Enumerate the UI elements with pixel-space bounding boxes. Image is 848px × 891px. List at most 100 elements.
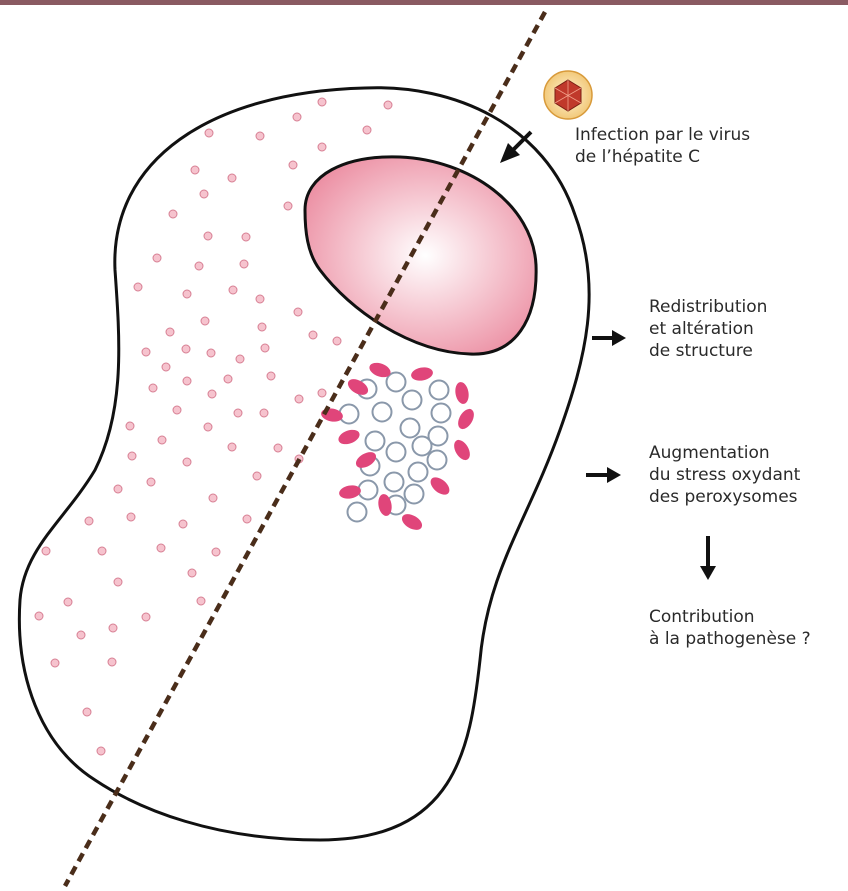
- cytoplasm-dot: [149, 384, 157, 392]
- cytoplasm-dot: [114, 578, 122, 586]
- infection-label-line-2: de l’hépatite C: [575, 146, 750, 168]
- cytoplasm-dot: [142, 348, 150, 356]
- cytoplasm-dot: [85, 517, 93, 525]
- redistribution-label-line-1: Redistribution: [649, 296, 767, 318]
- contribution-label-line-2: à la pathogenèse ?: [649, 628, 811, 650]
- arrow-down-left-icon: [500, 132, 531, 163]
- cytoplasm-dot: [384, 101, 392, 109]
- cytoplasm-dot: [42, 547, 50, 555]
- cytoplasm-dot: [236, 355, 244, 363]
- vesicle: [409, 463, 428, 482]
- cytoplasm-dot: [294, 308, 302, 316]
- nucleus: [305, 157, 536, 354]
- vesicle: [403, 391, 422, 410]
- cytoplasm-dot: [77, 631, 85, 639]
- cytoplasm-dot: [201, 317, 209, 325]
- cytoplasm-dot: [191, 166, 199, 174]
- contribution-label-line-1: Contribution: [649, 606, 811, 628]
- cytoplasm-dot: [204, 232, 212, 240]
- vesicle: [432, 404, 451, 423]
- vesicle: [366, 432, 385, 451]
- peroxisome: [455, 406, 477, 432]
- cytoplasm-dot: [158, 436, 166, 444]
- vesicle: [430, 381, 449, 400]
- vesicle: [387, 373, 406, 392]
- cytoplasm-dot: [267, 372, 275, 380]
- arrow-down-icon: [700, 536, 716, 580]
- stress-label-line-3: des peroxysomes: [649, 486, 800, 508]
- peroxisome: [399, 511, 425, 533]
- cytoplasm-dot: [209, 494, 217, 502]
- vesicle: [405, 485, 424, 504]
- vesicle: [387, 443, 406, 462]
- stress-label-line-1: Augmentation: [649, 442, 800, 464]
- cytoplasm-dot: [289, 161, 297, 169]
- cytoplasm-dot: [51, 659, 59, 667]
- cytoplasm-dot: [228, 174, 236, 182]
- redistribution-label-line-3: de structure: [649, 340, 767, 362]
- vesicle: [348, 503, 367, 522]
- peroxisome: [410, 366, 434, 383]
- cytoplasm-dot: [234, 409, 242, 417]
- cytoplasm-dot: [183, 290, 191, 298]
- cytoplasm-dot: [183, 377, 191, 385]
- cytoplasm-dot: [318, 389, 326, 397]
- cytoplasm-dot: [109, 624, 117, 632]
- cytoplasm-dot: [363, 126, 371, 134]
- cytoplasm-dot: [97, 747, 105, 755]
- vesicle: [401, 419, 420, 438]
- cytoplasm-dot: [260, 409, 268, 417]
- cytoplasm-dot: [333, 337, 341, 345]
- cytoplasm-dot: [166, 328, 174, 336]
- cytoplasm-dot: [162, 363, 170, 371]
- cytoplasm-dot: [258, 323, 266, 331]
- cytoplasm-dot: [147, 478, 155, 486]
- cytoplasm-dot: [284, 202, 292, 210]
- cytoplasm-dot: [318, 98, 326, 106]
- peroxisome-cluster: [320, 360, 477, 533]
- cytoplasm-dot: [126, 422, 134, 430]
- vesicle: [428, 451, 447, 470]
- cytoplasm-dot: [188, 569, 196, 577]
- vesicle: [385, 473, 404, 492]
- cytoplasm-dot: [243, 515, 251, 523]
- cytoplasm-dot: [183, 458, 191, 466]
- cytoplasm-dot: [261, 344, 269, 352]
- vesicle: [340, 405, 359, 424]
- cytoplasm-dot: [179, 520, 187, 528]
- cytoplasm-dot: [195, 262, 203, 270]
- redistribution-label: Redistribution et altération de structur…: [649, 296, 767, 362]
- vesicle: [359, 481, 378, 500]
- cytoplasm-dot: [204, 423, 212, 431]
- cytoplasm-dot: [229, 286, 237, 294]
- cytoplasm-dot: [153, 254, 161, 262]
- vesicle: [373, 403, 392, 422]
- cytoplasm-dot: [98, 547, 106, 555]
- peroxisome: [427, 474, 452, 498]
- hepatitis-c-virus-icon: [544, 71, 592, 119]
- cytoplasm-dot: [228, 443, 236, 451]
- cytoplasm-dot: [197, 597, 205, 605]
- infection-label: Infection par le virus de l’hépatite C: [575, 124, 750, 168]
- cytoplasm-dot: [142, 613, 150, 621]
- vesicle: [413, 437, 432, 456]
- cytoplasm-dot: [173, 406, 181, 414]
- arrow-right-icon: [592, 330, 626, 346]
- stress-label-line-2: du stress oxydant: [649, 464, 800, 486]
- cytoplasm-dot: [108, 658, 116, 666]
- peroxisome: [454, 381, 471, 405]
- cytoplasm-dot: [128, 452, 136, 460]
- cytoplasm-dot: [127, 513, 135, 521]
- peroxisome: [451, 437, 473, 463]
- cytoplasm-dot: [35, 612, 43, 620]
- cytoplasm-dot: [83, 708, 91, 716]
- cytoplasm-dot: [253, 472, 261, 480]
- cytoplasm-dot: [295, 395, 303, 403]
- cytoplasm-dot: [240, 260, 248, 268]
- cytoplasm-dot: [114, 485, 122, 493]
- cytoplasm-dot: [208, 390, 216, 398]
- cytoplasm-dot: [309, 331, 317, 339]
- peroxisome: [336, 427, 361, 447]
- cytoplasm-dot: [256, 132, 264, 140]
